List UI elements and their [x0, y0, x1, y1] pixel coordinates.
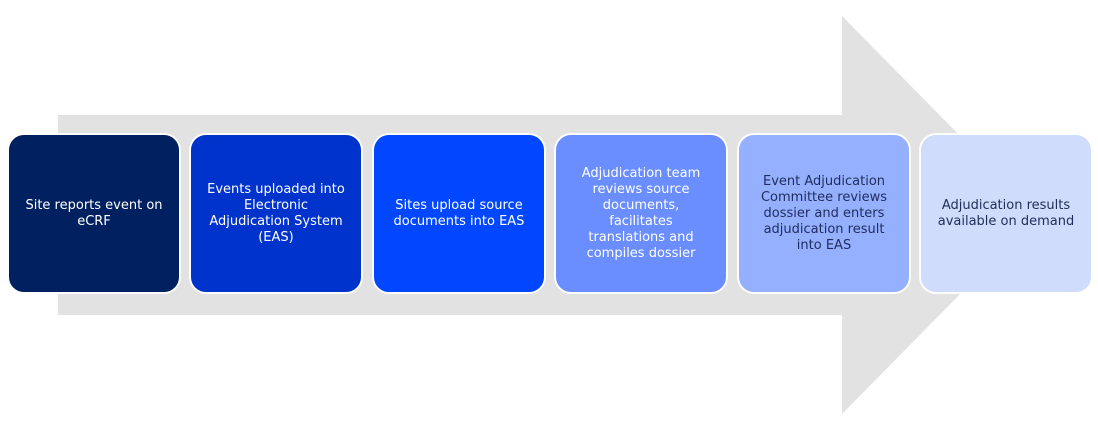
step-label: Events uploaded into Electronic Adjudica… — [207, 181, 345, 245]
step-events-uploaded: Events uploaded into Electronic Adjudica… — [190, 134, 362, 293]
step-committee-review: Event Adjudication Committee reviews dos… — [738, 134, 910, 293]
step-label: Adjudication results available on demand — [937, 197, 1075, 229]
step-label: Adjudication team reviews source documen… — [581, 165, 701, 261]
step-sites-upload-documents: Sites upload source documents into EAS — [373, 134, 545, 293]
step-adjudication-team-review: Adjudication team reviews source documen… — [555, 134, 727, 293]
step-site-reports-event: Site reports event on eCRF — [8, 134, 180, 293]
step-label: Site reports event on eCRF — [25, 197, 163, 229]
step-label: Sites upload source documents into EAS — [393, 197, 525, 229]
step-label: Event Adjudication Committee reviews dos… — [760, 173, 888, 253]
process-arrow-shape — [58, 16, 1038, 414]
step-results-available: Adjudication results available on demand — [920, 134, 1092, 293]
process-steps: Site reports event on eCRF Events upload… — [8, 134, 1092, 295]
